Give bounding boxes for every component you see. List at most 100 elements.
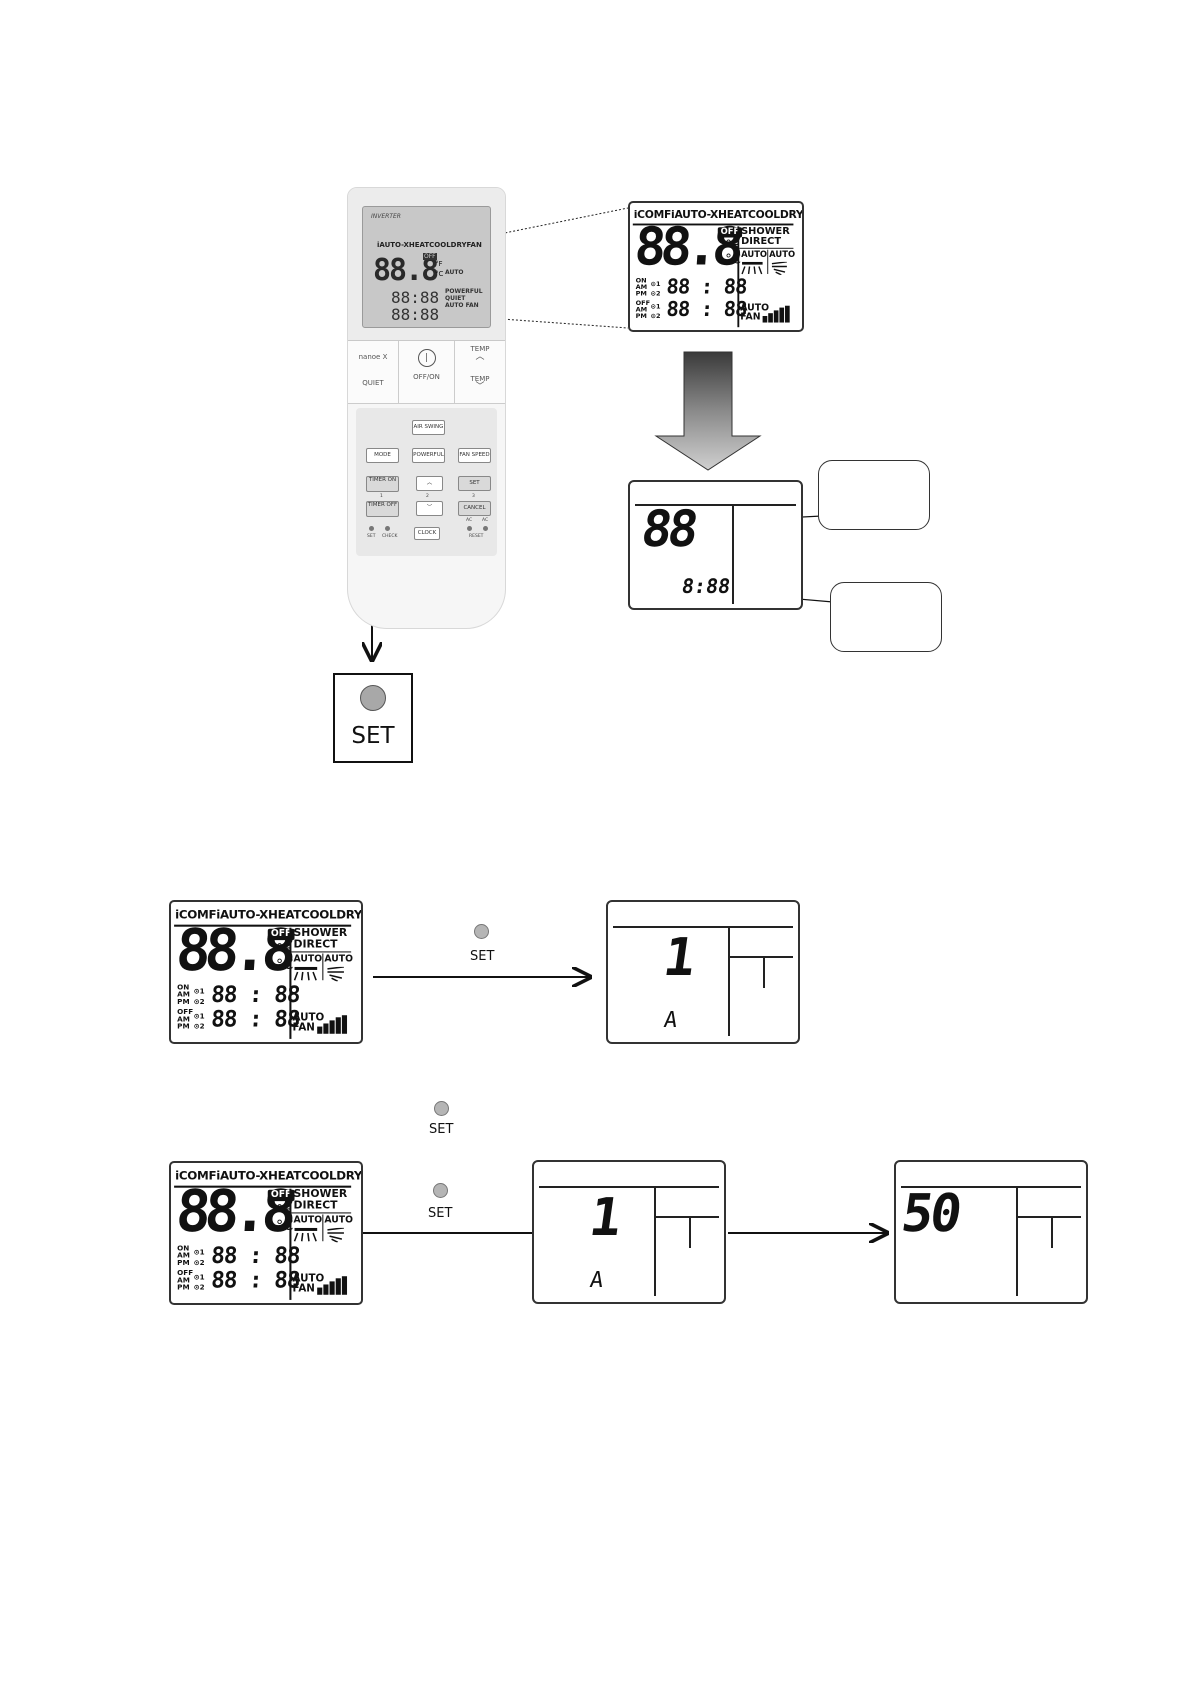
ac-label-1: AC	[466, 518, 473, 523]
remote-top-buttons: nanoe X QUIET | OFF/ON TEMP ︿ TEMP ﹀	[348, 341, 505, 404]
timer-set-button[interactable]: SET	[458, 476, 491, 491]
power-icon: |	[417, 349, 436, 367]
lcd-autofan: AUTO FAN	[292, 1274, 324, 1295]
lcd-shower: SHOWER	[741, 225, 790, 237]
num-1: 1	[380, 494, 383, 499]
lcd-am: AM	[177, 990, 190, 999]
brand-logo: INVERTER	[371, 213, 401, 220]
check-label: CHECK	[382, 534, 398, 539]
temp-down-label: TEMP	[470, 375, 490, 383]
divider	[1051, 1216, 1053, 1248]
remote-lcd-rows: 88:88 88:88	[373, 289, 439, 323]
fan-level-icon	[762, 305, 793, 323]
lcd-off: OFF	[267, 928, 295, 941]
set-hole-icon[interactable]	[360, 685, 386, 711]
reset-hole[interactable]	[483, 526, 488, 531]
set-dot-icon	[433, 1183, 448, 1198]
timer-on-button[interactable]: TIMER ON	[366, 476, 399, 492]
divider	[1016, 1186, 1018, 1296]
temp-buttons[interactable]: TEMP ︿ TEMP ﹀	[455, 341, 505, 403]
lcd-unit-f: °F	[276, 941, 292, 958]
lcd-on: ON	[635, 276, 647, 285]
mode-button[interactable]: MODE	[366, 448, 399, 463]
lcd-clock-2: 88 : 88	[210, 1007, 301, 1033]
lcd-clock-1: 88 : 88	[665, 275, 748, 300]
remote-button-panel: AIR SWING MODE POWERFUL FAN SPEED TIMER …	[356, 408, 497, 556]
lcd-modes: iCOMFiAUTO-XHEATCOOLDRYFAN	[175, 907, 361, 921]
check-hole[interactable]	[385, 526, 390, 531]
divider	[732, 504, 734, 604]
lcd-off-am-pm: OFF AM PM	[636, 300, 650, 320]
divider	[174, 1185, 352, 1188]
nanoe-label: nanoe X	[358, 353, 388, 361]
set-small-label: SET	[367, 534, 376, 539]
lcd-autofan-auto: AUTO	[292, 1273, 325, 1285]
lcd-off-label: OFF	[635, 299, 651, 307]
lcd-shower-direct: SHOWER DIRECT	[294, 1188, 348, 1212]
quiet-button[interactable]: nanoe X QUIET	[348, 341, 399, 403]
air-swing-button[interactable]: AIR SWING	[412, 420, 445, 435]
lcd-autofan: AUTO FAN	[740, 302, 770, 323]
lcd-pm: PM	[635, 289, 647, 298]
timer-2-icon: ⊙2	[650, 312, 661, 320]
lcd-off-label: OFF	[177, 1269, 194, 1278]
divider	[613, 926, 793, 928]
lcd-unit-f: °F	[725, 238, 740, 254]
step2-result: 50	[897, 1184, 963, 1244]
lcd-auto-2: AUTO	[324, 1215, 353, 1226]
clock-button[interactable]: CLOCK	[414, 527, 440, 540]
remote-head: INVERTER iAUTO-XHEATCOOLDRYFAN 88.8 OFF …	[348, 188, 505, 341]
set-dot-icon	[474, 924, 489, 939]
lcd-auto-2: AUTO	[769, 250, 796, 260]
lcd-modes: iCOMFiAUTO-XHEATCOOLDRYFAN	[175, 1168, 361, 1182]
reset-label: RESET	[469, 534, 484, 539]
divider	[289, 927, 291, 1039]
divider	[689, 1216, 691, 1248]
timer-2-icon: ⊙2	[193, 1258, 205, 1267]
lcd-timer-icons-2: ⊙1 ⊙2	[651, 302, 661, 321]
reset-hole-ac[interactable]	[467, 526, 472, 531]
lcd-on: ON	[177, 1244, 190, 1253]
lcd-shower: SHOWER	[293, 926, 348, 940]
lcd-content: iCOMFiAUTO-XHEATCOOLDRYFAN 88.8 OFF °F °…	[171, 902, 361, 1042]
up-button[interactable]: ︿	[416, 476, 443, 491]
set-hole[interactable]	[369, 526, 374, 531]
lcd-pm-2: PM	[177, 1022, 190, 1031]
divider	[289, 1188, 291, 1300]
powerful-button[interactable]: POWERFUL	[412, 448, 445, 463]
lcd-am-2: AM	[635, 305, 648, 314]
lcd-pm: PM	[177, 997, 190, 1006]
lcd-off: OFF	[717, 227, 743, 238]
lcd-step2-mid: 1 A	[532, 1160, 726, 1304]
set-dot-icon	[434, 1101, 449, 1116]
divider	[632, 223, 794, 225]
power-button[interactable]: | OFF/ON	[399, 341, 455, 403]
timer-2-icon: ⊙2	[193, 997, 205, 1006]
lcd-off-label: OFF	[177, 1008, 194, 1017]
lcd-modes-text: iCOMFiAUTO-XHEATCOOLDRYFAN	[633, 207, 804, 221]
lcd-am-2: AM	[177, 1276, 190, 1285]
divider	[291, 1212, 352, 1214]
timer-1-icon: ⊙1	[193, 1248, 205, 1257]
remote-lcd-modes: iAUTO-XHEATCOOLDRYFAN	[377, 241, 482, 249]
timer-1-icon: ⊙1	[650, 302, 661, 311]
lcd-direct: DIRECT	[293, 938, 338, 951]
lcd-shower-direct: SHOWER DIRECT	[293, 926, 348, 951]
lcd-auto-1: AUTO	[293, 1215, 323, 1226]
lcd-unit-c: °C	[276, 956, 294, 974]
lcd-on-am-pm: ON AM PM	[177, 1245, 190, 1267]
timer-off-button[interactable]: TIMER OFF	[366, 501, 399, 517]
lcd-unit-c: °C	[725, 252, 741, 268]
fan-speed-button[interactable]: FAN SPEED	[458, 448, 491, 463]
divider	[291, 951, 352, 953]
num-2: 2	[426, 494, 429, 499]
lcd-step1: iCOMFiAUTO-XHEATCOOLDRYFAN 88.8 OFF °F °…	[169, 900, 363, 1044]
divider	[322, 953, 324, 981]
divider	[737, 226, 739, 328]
down-arrow-icon	[654, 351, 762, 471]
remote-lcd-row2: 88:88	[391, 305, 440, 324]
down-button[interactable]: ﹀	[416, 501, 443, 516]
step2-letter: A	[588, 1268, 606, 1293]
lcd-autofan-auto: AUTO	[740, 302, 770, 314]
cancel-button[interactable]: CANCEL	[458, 501, 491, 516]
